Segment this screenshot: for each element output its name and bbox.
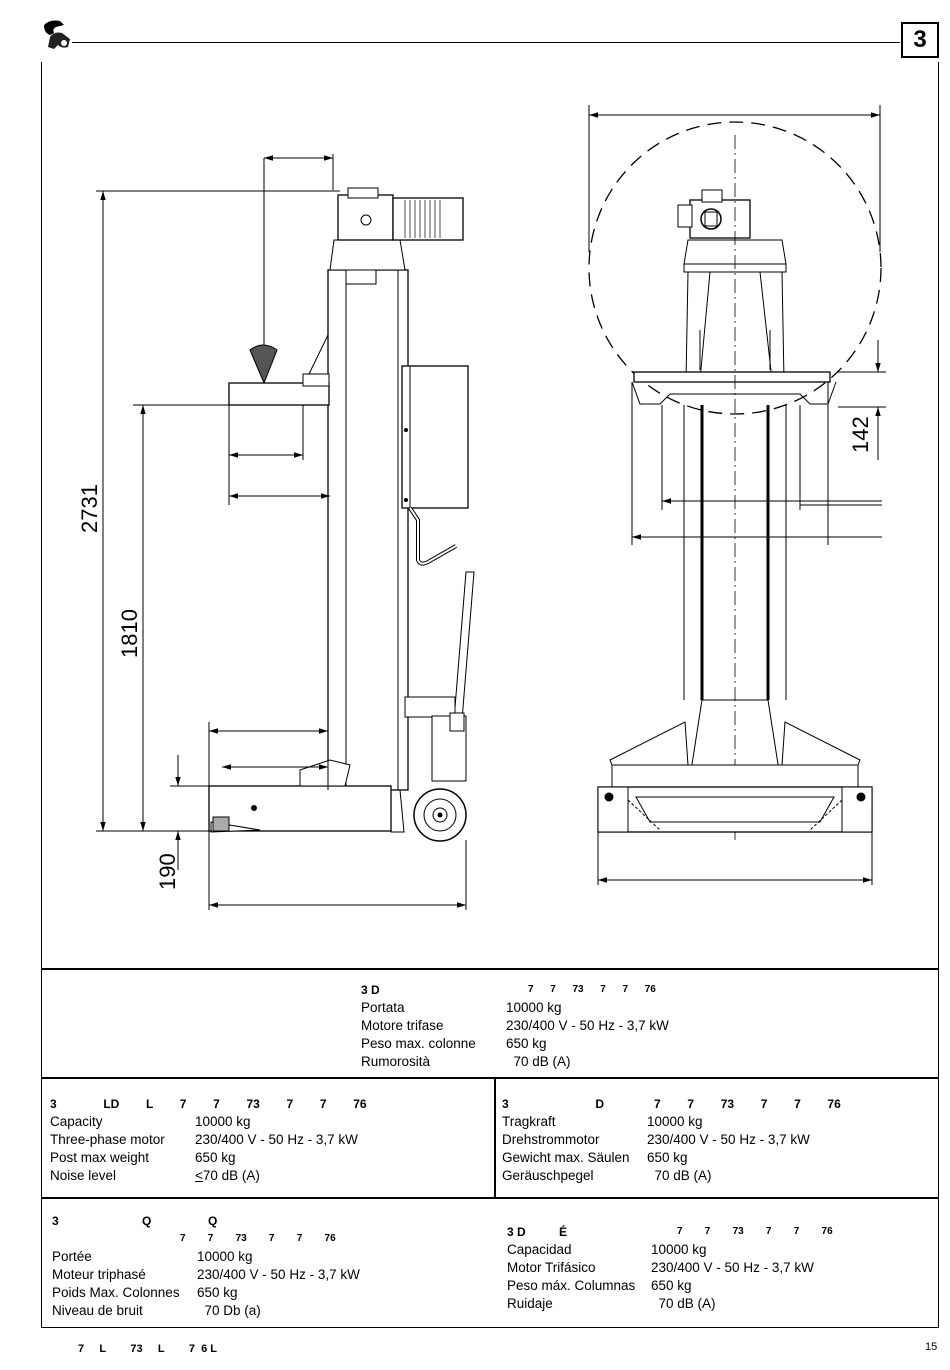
spec-value: 10000 kg xyxy=(647,1114,703,1129)
spec-label: Capacity xyxy=(50,1114,103,1129)
chapter-number-box: 3 xyxy=(901,22,939,58)
spec-label: Portata xyxy=(361,1000,405,1015)
page-frame xyxy=(41,62,939,1328)
spec-value: 650 kg xyxy=(197,1285,238,1300)
manufacturer-logo xyxy=(40,17,74,51)
spec-heading: 3 Q Q xyxy=(52,1214,218,1228)
spec-value: 230/400 V - 50 Hz - 3,7 kW xyxy=(651,1260,814,1275)
table-lower-rule xyxy=(41,1197,939,1199)
spec-label: Peso max. colonne xyxy=(361,1036,476,1051)
spec-heading: 3 D 7 7 73 7 7 76 xyxy=(502,1097,841,1111)
table-mid-rule xyxy=(41,1077,939,1079)
dimension-base: 190 xyxy=(155,853,180,890)
spec-value: 10000 kg xyxy=(651,1242,707,1257)
dimension-fork: 142 xyxy=(848,416,873,453)
spec-block-german: 3 D 7 7 73 7 7 76 Tragkraft 10000 kg Dreh… xyxy=(502,1095,841,1185)
spec-label: Motore trifase xyxy=(361,1018,444,1033)
spec-value: 10000 kg xyxy=(506,1000,562,1015)
dimension-height-total: 2731 xyxy=(77,484,102,533)
chapter-number: 3 xyxy=(913,26,927,53)
spec-value: 230/400 V - 50 Hz - 3,7 kW xyxy=(647,1132,810,1147)
spec-heading: 3 LD L 7 7 73 7 7 76 xyxy=(50,1097,367,1111)
spec-value: 650 kg xyxy=(195,1150,236,1165)
spec-label: Drehstrommotor xyxy=(502,1132,600,1147)
spec-value: 230/400 V - 50 Hz - 3,7 kW xyxy=(506,1018,669,1033)
lift-technical-drawing: 2731 1810 190 142 xyxy=(77,105,886,910)
spec-value: 70 dB (A) xyxy=(506,1054,571,1069)
spec-value: 650 kg xyxy=(647,1150,688,1165)
table-top-rule xyxy=(41,968,939,970)
spec-value: 650 kg xyxy=(651,1278,692,1293)
spec-label: Peso máx. Columnas xyxy=(507,1278,636,1293)
spec-label: Rumorosità xyxy=(361,1054,431,1069)
spec-label: Post max weight xyxy=(50,1150,150,1165)
dimension-height-lift: 1810 xyxy=(117,609,142,658)
spec-value: 70 Db (a) xyxy=(197,1303,261,1318)
spec-label: Motor Trifásico xyxy=(507,1260,596,1275)
spec-block-french: 3 Q Q 7 7 73 7 7 76 Portée 10000 kg Moteu… xyxy=(52,1212,360,1320)
spec-codes: 7 7 73 7 7 76 xyxy=(180,1233,336,1244)
spec-heading: 3 D xyxy=(361,983,380,997)
spec-value: 70 dB (A) xyxy=(202,1168,260,1183)
spec-heading: 3 D É xyxy=(507,1225,568,1239)
spec-value: 10000 kg xyxy=(197,1249,253,1264)
spec-label: Gewicht max. Säulen xyxy=(502,1150,630,1165)
footer-codes: 7 L 73 L 7 6 L xyxy=(78,1343,217,1355)
spec-label: Three-phase motor xyxy=(50,1132,165,1147)
spec-label: Moteur triphasé xyxy=(52,1267,146,1282)
spec-value: 230/400 V - 50 Hz - 3,7 kW xyxy=(197,1267,360,1282)
header-rule xyxy=(72,42,900,43)
table-column-divider xyxy=(494,1077,496,1197)
spec-label: Tragkraft xyxy=(502,1114,556,1129)
spec-label: Poids Max. Colonnes xyxy=(52,1285,180,1300)
spec-value: 10000 kg xyxy=(195,1114,251,1129)
spec-label: Noise level xyxy=(50,1168,117,1183)
spec-block-english: 3 LD L 7 7 73 7 7 76 Capacity 10000 kg Th… xyxy=(50,1095,367,1185)
spec-codes: 7 7 73 7 7 76 xyxy=(528,984,656,995)
spec-value: 70 dB (A) xyxy=(647,1168,712,1183)
spec-value: 650 kg xyxy=(506,1036,547,1051)
spec-block-spanish: 3 D É 7 7 73 7 7 76 Capacidad 10000 kg Mo… xyxy=(507,1223,833,1313)
spec-value: 70 dB (A) xyxy=(651,1296,716,1311)
spec-label: Ruidaje xyxy=(507,1296,553,1311)
spec-label: Portée xyxy=(52,1249,92,1264)
spec-value-prefix: < xyxy=(195,1168,203,1183)
spec-block-italian: 3 D 7 7 73 7 7 76 Portata 10000 kg Motore… xyxy=(361,981,669,1071)
spec-label: Geräuschpegel xyxy=(502,1168,594,1183)
spec-label: Capacidad xyxy=(507,1242,572,1257)
page-number: 15 xyxy=(925,1341,938,1353)
spec-label: Niveau de bruit xyxy=(52,1303,143,1318)
spec-codes: 7 7 73 7 7 76 xyxy=(677,1226,833,1237)
spec-value: 230/400 V - 50 Hz - 3,7 kW xyxy=(195,1132,358,1147)
